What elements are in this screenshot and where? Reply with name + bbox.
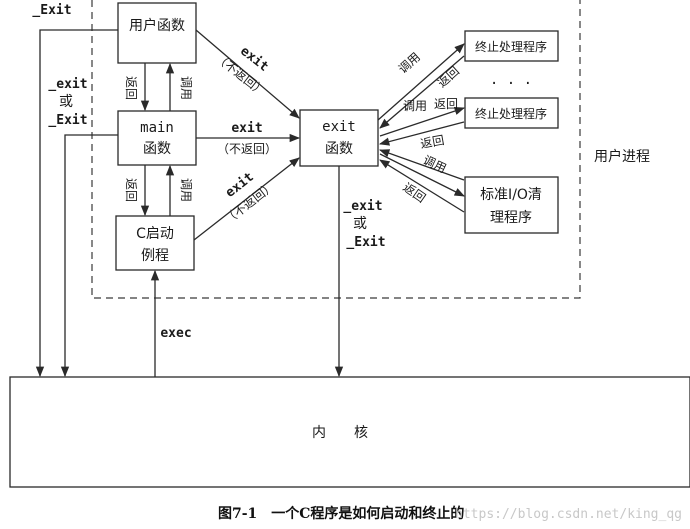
- stdio-cleanup-label-1: 标准I/O清: [480, 187, 542, 203]
- ellipsis-dots: . . .: [490, 72, 532, 88]
- return-label-s1: 返回: [419, 133, 445, 151]
- stdio-cleanup-label-2: 理程序: [490, 210, 532, 226]
- main-function-label-2: 函数: [143, 141, 171, 157]
- main-function-label-1: main: [140, 120, 174, 136]
- exit-to-handler1-call-arrow: [377, 43, 465, 121]
- noreturn-label-b: （不返回）: [217, 142, 277, 156]
- down-or-label: 或: [353, 216, 367, 232]
- exit-handler-box-2: [464, 97, 559, 129]
- left-exit-label: _exit: [48, 77, 87, 92]
- left-or-label: 或: [59, 94, 73, 110]
- exit-label-b: exit: [231, 121, 262, 136]
- stdio-to-exit-return-arrow-2: [379, 159, 465, 213]
- kernel-box: [9, 376, 690, 488]
- exec-label: exec: [160, 326, 191, 341]
- kernel-label: 内 核: [312, 425, 368, 441]
- user-function-box: [117, 2, 197, 64]
- return-label-h2: 返回: [434, 97, 458, 111]
- call-label-1: 调用: [179, 76, 193, 100]
- user-func-exit-call-arrow: [195, 29, 300, 119]
- call-label-h1: 调用: [396, 50, 423, 76]
- main-function-box: [117, 110, 197, 166]
- top-exit-label: _Exit: [32, 3, 71, 18]
- return-label-s2: 返回: [400, 180, 428, 205]
- stdio-to-exit-return-arrow-1: [379, 149, 465, 181]
- user-func-exit-arrow: [35, 29, 118, 378]
- user-process-label: 用户进程: [594, 148, 650, 165]
- stdio-cleanup-box: [464, 176, 559, 234]
- cstart-exit-call-arrow: [193, 157, 300, 241]
- return-label-h1: 返回: [435, 64, 462, 90]
- exit-handler-box-1: [464, 30, 559, 62]
- return-label-2: 返回: [124, 178, 138, 202]
- exit-to-handler2-call-arrow: [379, 107, 465, 137]
- main-exit-arrow: [60, 134, 118, 378]
- watermark: https://blog.csdn.net/king_qg: [455, 507, 682, 522]
- exit-function-box: [299, 109, 379, 167]
- exit-to-stdio-call-arrow: [379, 153, 465, 197]
- handler1-to-exit-return-arrow: [379, 55, 465, 129]
- call-label-2: 调用: [179, 178, 193, 202]
- user-process-boundary: [91, 0, 581, 299]
- exit-handler-label-1: 终止处理程序: [475, 39, 547, 54]
- down-Exit-label: _Exit: [346, 235, 385, 250]
- call-label-h2: 调用: [403, 99, 427, 113]
- figure-caption: 图7-1 一个C程序是如何启动和终止的: [218, 505, 464, 522]
- exit-handler-label-2: 终止处理程序: [475, 106, 547, 121]
- exit-function-label-2: 函数: [325, 141, 353, 157]
- user-function-label: 用户函数: [129, 17, 185, 34]
- c-startup-label-2: 例程: [141, 248, 169, 264]
- left-Exit-label: _Exit: [48, 113, 87, 128]
- handler2-to-exit-return-arrow: [378, 121, 465, 146]
- exit-function-label-1: exit: [322, 119, 356, 135]
- down-exit-label: _exit: [343, 199, 382, 214]
- c-startup-label-1: C启动: [136, 226, 174, 242]
- return-label-1: 返回: [124, 76, 138, 100]
